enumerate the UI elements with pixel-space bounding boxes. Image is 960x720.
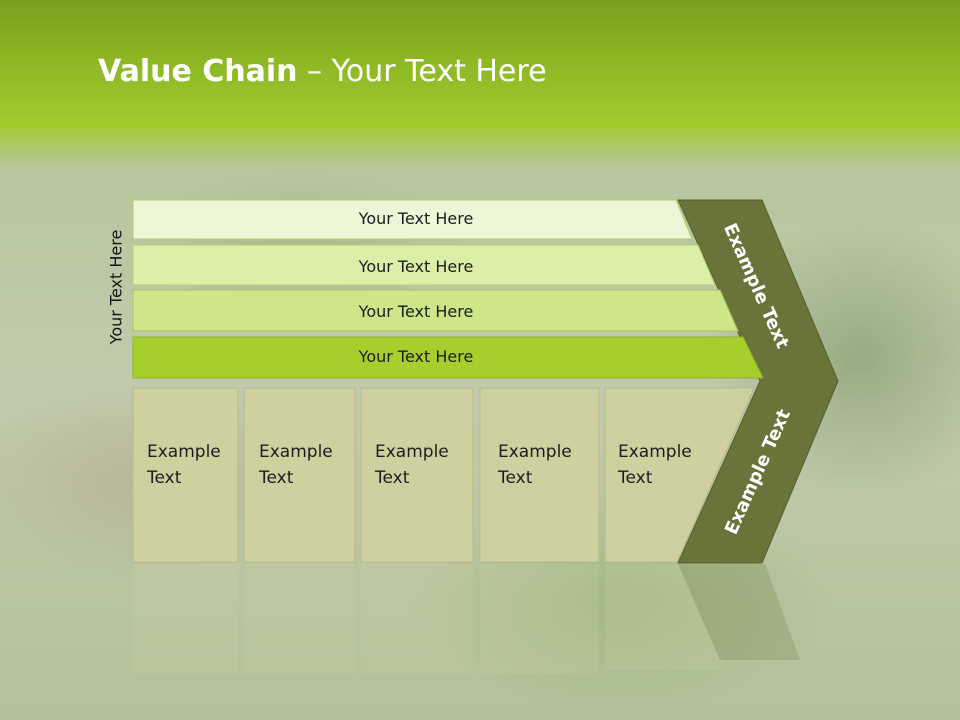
box-reflection-4 [480, 564, 599, 674]
box-4-label: Example Text [498, 439, 572, 491]
box-1-line-1: Example [147, 442, 221, 462]
box-2 [243, 387, 356, 563]
box-3-line-2: Text [375, 468, 410, 488]
bar-2-label: Your Text Here [358, 257, 474, 276]
box-3-label: Example Text [375, 439, 449, 491]
header-band [0, 0, 960, 128]
box-5-line-2: Text [618, 468, 653, 488]
box-2-line-1: Example [259, 442, 333, 462]
box-4-line-1: Example [498, 442, 572, 462]
reflection-group [133, 564, 800, 674]
box-2-label: Example Text [259, 439, 333, 491]
bar-2 [132, 244, 716, 286]
box-5-label: Example Text [618, 439, 692, 491]
box-5-line-1: Example [618, 442, 692, 462]
box-5 [604, 387, 755, 563]
bar-4-label: Your Text Here [358, 347, 474, 366]
title-rest: – Your Text Here [297, 54, 547, 89]
box-1 [132, 387, 239, 563]
box-reflection-2 [244, 564, 355, 674]
bar-3-label: Your Text Here [358, 302, 474, 321]
box-reflection-3 [361, 564, 473, 674]
box-reflection-5 [605, 564, 754, 670]
box-4-line-2: Text [498, 468, 533, 488]
bar-3 [132, 289, 739, 332]
box-2-line-2: Text [259, 468, 294, 488]
header-fade [0, 128, 960, 168]
bar-4 [132, 336, 764, 379]
chevron-arrow [677, 199, 839, 564]
bar-1 [132, 199, 693, 240]
box-4 [479, 387, 600, 563]
box-3 [360, 387, 474, 563]
box-1-line-2: Text [147, 468, 182, 488]
slide-title: Value Chain – Your Text Here [98, 54, 547, 89]
box-reflection-1 [133, 564, 238, 674]
box-1-label: Example Text [147, 439, 221, 491]
box-3-line-1: Example [375, 442, 449, 462]
title-bold: Value Chain [98, 54, 298, 89]
arrow-reflection [678, 564, 800, 660]
bar-1-label: Your Text Here [358, 209, 474, 228]
